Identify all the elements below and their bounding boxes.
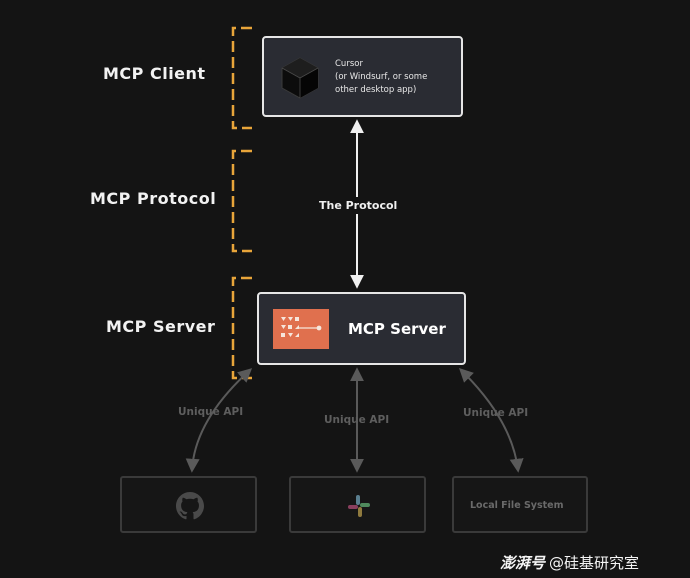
server-layer-bracket	[231, 276, 252, 380]
slack-service-box	[289, 476, 426, 533]
watermark-brand: 澎湃号	[500, 554, 546, 572]
file-system-service-box: Local File System	[452, 476, 588, 533]
github-icon	[176, 492, 204, 520]
api-arrow-left	[185, 368, 253, 473]
layer-label-protocol: MCP Protocol	[90, 189, 217, 208]
api-label-middle: Unique API	[324, 414, 390, 426]
api-label-left: Unique API	[178, 406, 244, 418]
layer-label-server: MCP Server	[106, 317, 216, 336]
cursor-logo-icon	[281, 57, 319, 99]
api-arrow-right	[459, 368, 524, 473]
api-label-right: Unique API	[463, 407, 529, 419]
github-service-box	[120, 476, 257, 533]
mcp-server-logo-icon	[273, 309, 329, 349]
mcp-server-title: MCP Server	[348, 320, 446, 338]
client-name: Cursor	[335, 59, 363, 69]
client-alternatives-line1: (or Windsurf, or some	[335, 72, 428, 82]
protocol-edge-label: The Protocol	[316, 197, 401, 214]
client-layer-bracket	[231, 26, 252, 130]
layer-label-client: MCP Client	[103, 64, 206, 83]
client-alternatives-line2: other desktop app)	[335, 85, 417, 95]
mcp-client-box: Cursor (or Windsurf, or some other deskt…	[262, 36, 463, 117]
watermark: 澎湃号@硅基研究室	[500, 552, 639, 573]
file-system-label: Local File System	[470, 500, 564, 511]
slack-icon	[348, 495, 370, 517]
protocol-layer-bracket	[231, 149, 252, 253]
watermark-account: @硅基研究室	[549, 554, 640, 572]
mcp-server-box: MCP Server	[257, 292, 466, 365]
